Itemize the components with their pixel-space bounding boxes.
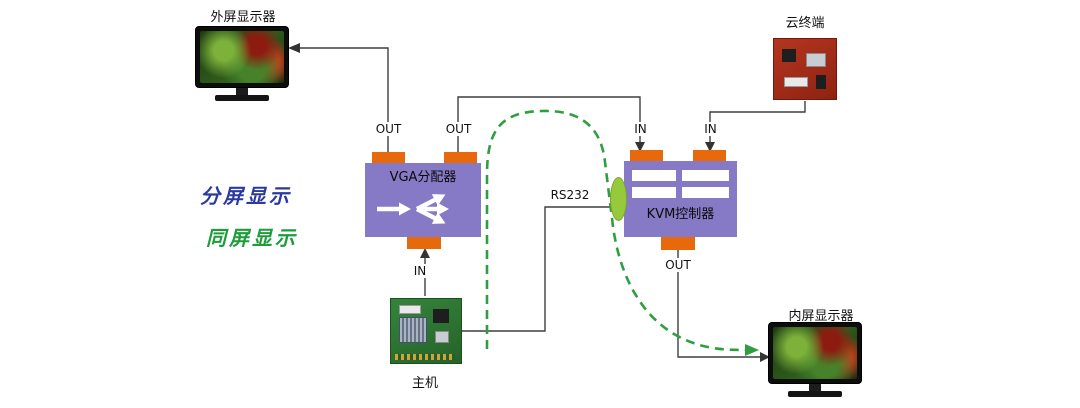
legend-same-screen: 同屏显示 xyxy=(206,226,298,250)
link-host-rs232-to-kvm xyxy=(462,206,611,332)
rs232-connector-icon xyxy=(610,177,627,221)
splitter-arrows-icon xyxy=(377,194,449,224)
link-kvm-to-internal-display xyxy=(677,250,760,358)
kvm-in-port-left xyxy=(630,150,663,162)
vga-in-port xyxy=(407,236,441,249)
board-chip xyxy=(816,75,826,89)
board-chip xyxy=(782,49,796,62)
legend-split-screen: 分屏显示 xyxy=(200,184,292,208)
arrowhead-into-external-display xyxy=(288,43,300,53)
monitor-frame xyxy=(768,322,862,384)
internal-display-monitor-icon xyxy=(768,322,862,397)
board-chip xyxy=(435,331,449,343)
same-screen-arrowhead xyxy=(745,344,759,356)
monitor-screen xyxy=(773,327,857,379)
rs232-label: RS232 xyxy=(548,188,592,202)
monitor-screen xyxy=(200,31,284,83)
kvm-out-label: OUT xyxy=(656,258,700,272)
internal-display-label: 内屏显示器 xyxy=(788,309,854,324)
kvm-slot xyxy=(682,170,729,181)
external-display-label: 外屏显示器 xyxy=(210,10,276,25)
board-connector xyxy=(784,77,808,87)
board-pins xyxy=(395,354,455,360)
kvm-out-port xyxy=(661,237,695,250)
vga-out-left-label: OUT xyxy=(372,122,405,136)
board-chip xyxy=(806,53,826,67)
arrowhead-into-internal-display xyxy=(760,352,770,362)
arrowhead-into-kvm-right xyxy=(705,142,715,152)
link-vga-to-external-display xyxy=(298,47,389,152)
monitor-base xyxy=(788,391,842,397)
monitor-base xyxy=(215,95,269,101)
vga-splitter-box: VGA分配器 xyxy=(365,163,481,237)
kvm-in-right-label: IN xyxy=(694,122,727,136)
kvm-in-port-right xyxy=(693,150,726,162)
monitor-neck xyxy=(809,384,821,391)
board-heatsink xyxy=(399,317,427,343)
kvm-slot xyxy=(632,187,676,198)
monitor-frame xyxy=(195,26,289,88)
arrowhead-into-vga-in xyxy=(420,248,430,258)
kvm-in-left-label: IN xyxy=(624,122,657,136)
link-vga-to-kvm xyxy=(457,96,641,152)
host-label: 主机 xyxy=(411,376,438,391)
arrowhead-into-kvm-left xyxy=(635,142,645,152)
vga-out-right-label: OUT xyxy=(442,122,475,136)
host-board-icon xyxy=(390,298,462,364)
vga-out-port-right xyxy=(444,152,477,164)
cloud-terminal-label: 云终端 xyxy=(785,16,825,31)
board-connector xyxy=(399,305,421,314)
monitor-neck xyxy=(236,88,248,95)
same-screen-dashed-path xyxy=(485,109,747,352)
kvm-controller-box: KVM控制器 xyxy=(624,161,737,237)
vga-in-label: IN xyxy=(405,264,435,278)
board-chip xyxy=(433,309,449,323)
kvm-slot xyxy=(632,170,676,181)
kvm-slot xyxy=(682,187,729,198)
vga-out-port-left xyxy=(372,152,405,164)
vga-splitter-title: VGA分配器 xyxy=(389,170,457,185)
external-display-monitor-icon xyxy=(195,26,289,101)
kvm-controller-title: KVM控制器 xyxy=(646,207,715,222)
cloud-terminal-board-icon xyxy=(773,38,837,100)
